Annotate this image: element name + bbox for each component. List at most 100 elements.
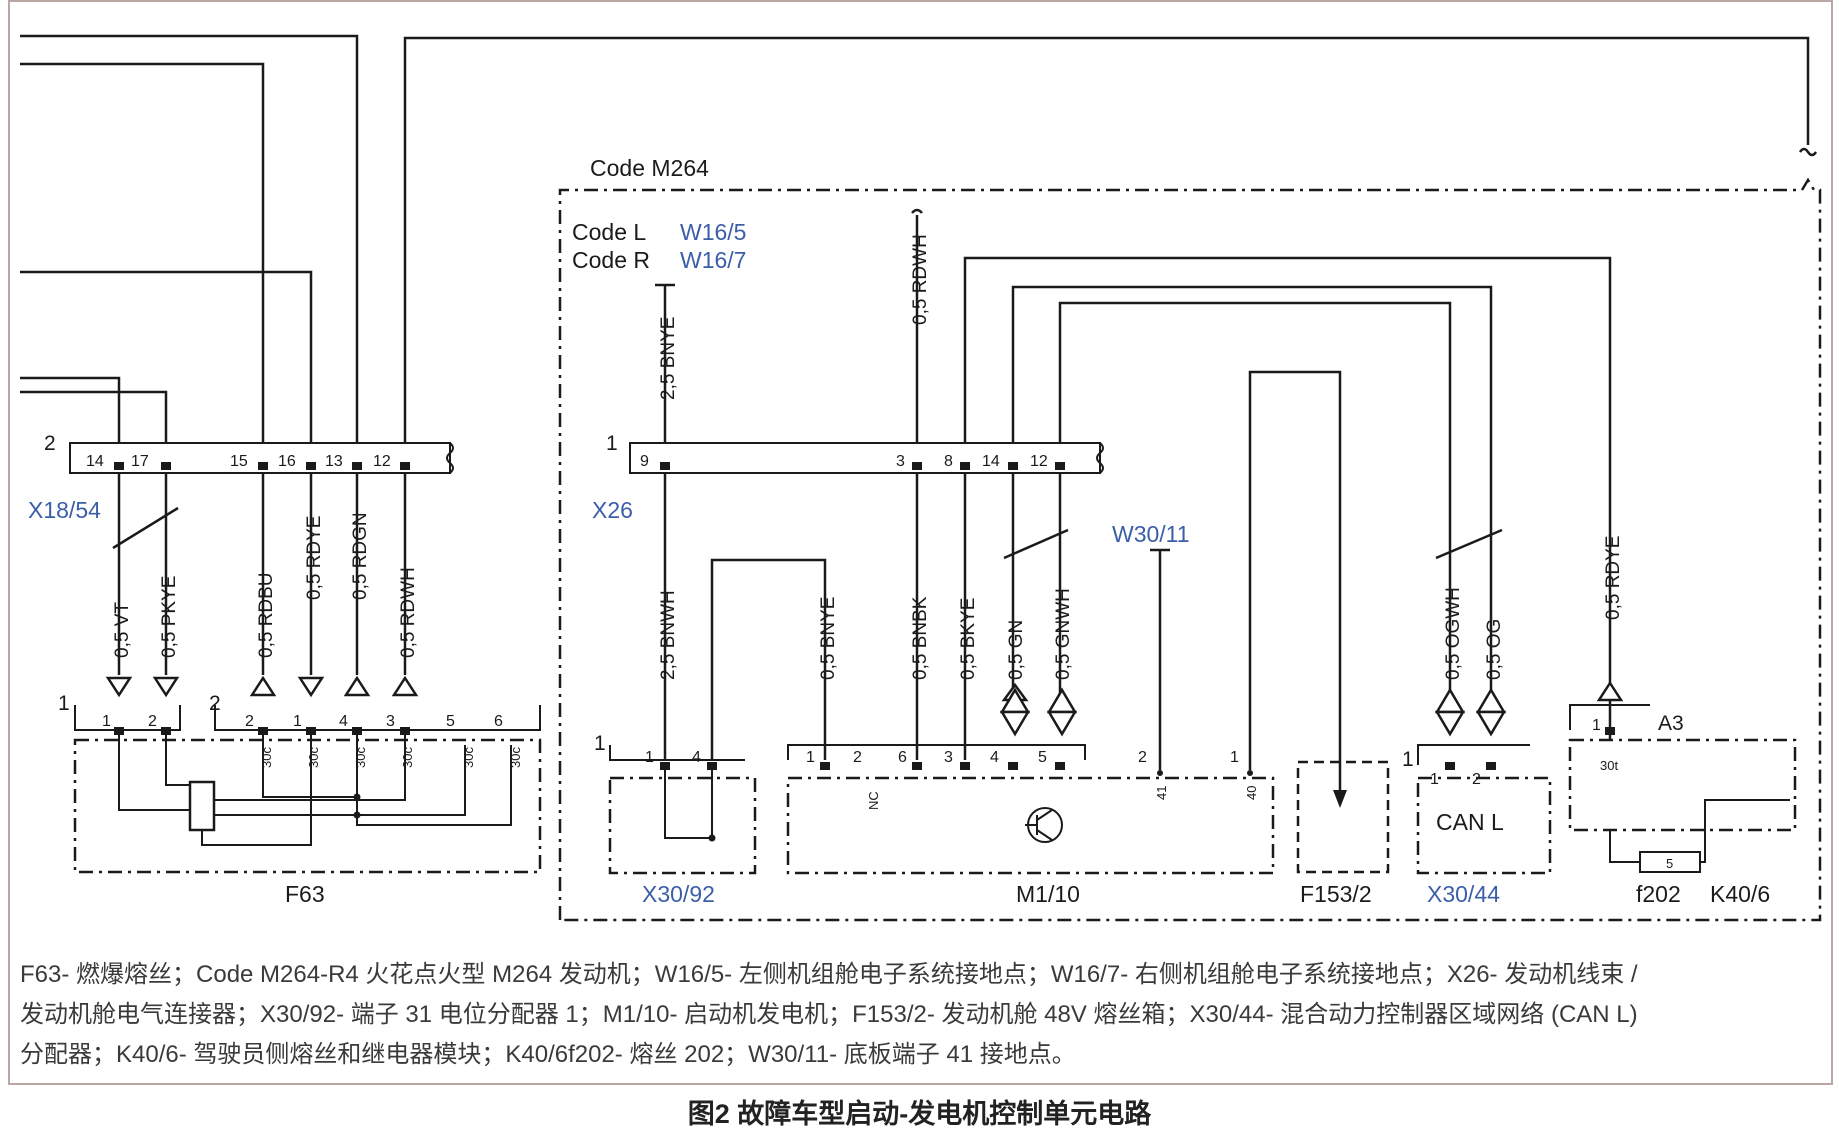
m1-10-pin: 3 — [944, 749, 953, 766]
x30-92-pin: 1 — [645, 749, 654, 766]
m1-10-pin: 2 — [1138, 749, 1147, 766]
wire-label-gnwh: 0,5 GNWH — [1053, 588, 1074, 680]
wire-label-rdbu: 0,5 RDBU — [256, 572, 277, 658]
m1-10-pin: 5 — [1038, 749, 1047, 766]
x26-pin: 8 — [944, 453, 953, 470]
wire-label-bnye-top: 2,5 BNYE — [658, 317, 679, 400]
m1-10-terminal: 41 — [1154, 786, 1169, 800]
m1-10-starter-generator — [786, 744, 1275, 875]
f63-pin: 5 — [446, 713, 455, 730]
code-m264-label: Code M264 — [590, 155, 709, 181]
code-l-label: Code L — [572, 219, 646, 245]
legend-line: F63- 燃爆熔丝；Code M264-R4 火花点火型 M264 发动机；W1… — [20, 961, 1638, 988]
k40-6-label: K40/6 — [1710, 881, 1770, 907]
wire-label-bnbk: 0,5 BNBK — [910, 596, 931, 680]
x26-pin: 3 — [896, 453, 905, 470]
x18-54-pin: 12 — [373, 453, 391, 470]
x26-label: X26 — [592, 497, 633, 523]
x18-54-pin: 14 — [86, 453, 104, 470]
f63-pin: 2 — [148, 713, 157, 730]
a3-label: A3 — [1658, 712, 1684, 735]
figure-caption: 图2 故障车型启动-发电机控制单元电路 — [687, 1099, 1152, 1129]
k40-6-fuse-relay-module — [1568, 704, 1797, 873]
code-m264-boundary — [558, 177, 1822, 922]
x26-pin: 14 — [982, 453, 1000, 470]
f63-terminal: 30c — [508, 747, 523, 768]
wire-label-og: 0,5 OG — [1484, 619, 1505, 680]
module-pins — [114, 727, 1615, 776]
connector-symbols — [105, 675, 1624, 737]
m1-10-label: M1/10 — [1016, 881, 1080, 907]
wire-label-ogwh: 0,5 OGWH — [1443, 587, 1464, 680]
wire-label-gn: 0,5 GN — [1006, 620, 1027, 680]
x18-54-label: X18/54 — [28, 497, 101, 523]
wires — [20, 34, 1818, 795]
w30-11-label: W30/11 — [1112, 521, 1190, 547]
code-r-label: Code R — [572, 247, 650, 273]
x26-pin: 12 — [1030, 453, 1048, 470]
x18-54-number: 2 — [44, 432, 56, 455]
x30-92-distributor — [608, 745, 757, 875]
f202-label: f202 — [1636, 881, 1681, 907]
f153-2-fuse-box — [1296, 760, 1390, 874]
x30-44-can-distributor — [1416, 744, 1552, 875]
f63-pin: 1 — [293, 713, 302, 730]
x30-44-number: 1 — [1402, 748, 1414, 771]
x18-54-pin: 13 — [325, 453, 343, 470]
x30-44-pin: 1 — [1430, 771, 1439, 788]
w16-7-label: W16/7 — [680, 247, 746, 273]
f63-terminal: 30c — [400, 747, 415, 768]
m1-10-terminal: 40 — [1244, 786, 1259, 800]
x30-44-label: X30/44 — [1427, 881, 1500, 907]
wire-label-rdgn: 0,5 RDGN — [350, 512, 371, 600]
circuit-diagram: Code M264 Code L Code R W16/5 W16/7 X18/… — [20, 34, 1822, 922]
f63-conn1-number: 1 — [58, 692, 70, 715]
f63-label: F63 — [285, 881, 325, 907]
m1-10-pin: 1 — [806, 749, 815, 766]
x30-92-number: 1 — [594, 732, 606, 755]
m1-10-pin: 4 — [990, 749, 999, 766]
wire-label-bkye: 0,5 BKYE — [958, 598, 979, 680]
connector-pins — [114, 462, 1065, 470]
f63-pin: 3 — [386, 713, 395, 730]
f63-conn2-number: 2 — [209, 692, 221, 715]
f63-terminal: 30c — [461, 747, 476, 768]
wire-label-rdwh-top: 0,5 RDWH — [910, 234, 931, 325]
wire-label-pkye: 0,5 PKYE — [159, 576, 180, 658]
can-l-label: CAN L — [1436, 809, 1504, 835]
legend-line: 分配器；K40/6- 驾驶员侧熔丝和继电器模块；K40/6f202- 熔丝 20… — [20, 1041, 1076, 1068]
f63-terminal: 30c — [353, 747, 368, 768]
x26-connector — [629, 442, 1104, 474]
t30t-label: 30t — [1600, 758, 1618, 773]
w16-5-label: W16/5 — [680, 219, 746, 245]
x18-54-pin: 16 — [278, 453, 296, 470]
nc-label: NC — [866, 791, 881, 810]
f153-2-label: F153/2 — [1300, 881, 1372, 907]
f63-pin: 1 — [102, 713, 111, 730]
f63-terminal: 30c — [306, 747, 321, 768]
wire-label-rdwh: 0,5 RDWH — [398, 567, 419, 658]
f63-terminal: 30c — [259, 747, 274, 768]
x26-pin: 9 — [640, 453, 649, 470]
f63-fuse-block — [73, 705, 542, 874]
m1-10-pin: 6 — [898, 749, 907, 766]
x18-54-pin: 15 — [230, 453, 248, 470]
m1-10-pin: 1 — [1230, 749, 1239, 766]
wire-label-rdye: 0,5 RDYE — [304, 516, 325, 600]
f63-pin: 4 — [339, 713, 348, 730]
wire-label-rdye-right: 0,5 RDYE — [1603, 536, 1624, 620]
m1-10-pin: 2 — [853, 749, 862, 766]
x30-92-pin: 4 — [692, 749, 701, 766]
x30-92-label: X30/92 — [642, 881, 715, 907]
f63-pin: 2 — [245, 713, 254, 730]
legend-line: 发动机舱电气连接器；X30/92- 端子 31 电位分配器 1；M1/10- 启… — [20, 1001, 1638, 1028]
x18-54-pin: 17 — [131, 453, 149, 470]
fuse-5-label: 5 — [1666, 856, 1673, 871]
f63-pin: 6 — [494, 713, 503, 730]
wire-label-bnye: 0,5 BNYE — [818, 597, 839, 680]
wire-label-vt: 0,5 VT — [112, 602, 133, 658]
k40-6-pin: 1 — [1592, 717, 1601, 734]
x26-number: 1 — [606, 432, 618, 455]
wire-label-bnwh: 2,5 BNWH — [658, 590, 679, 680]
x30-44-pin: 2 — [1472, 771, 1481, 788]
